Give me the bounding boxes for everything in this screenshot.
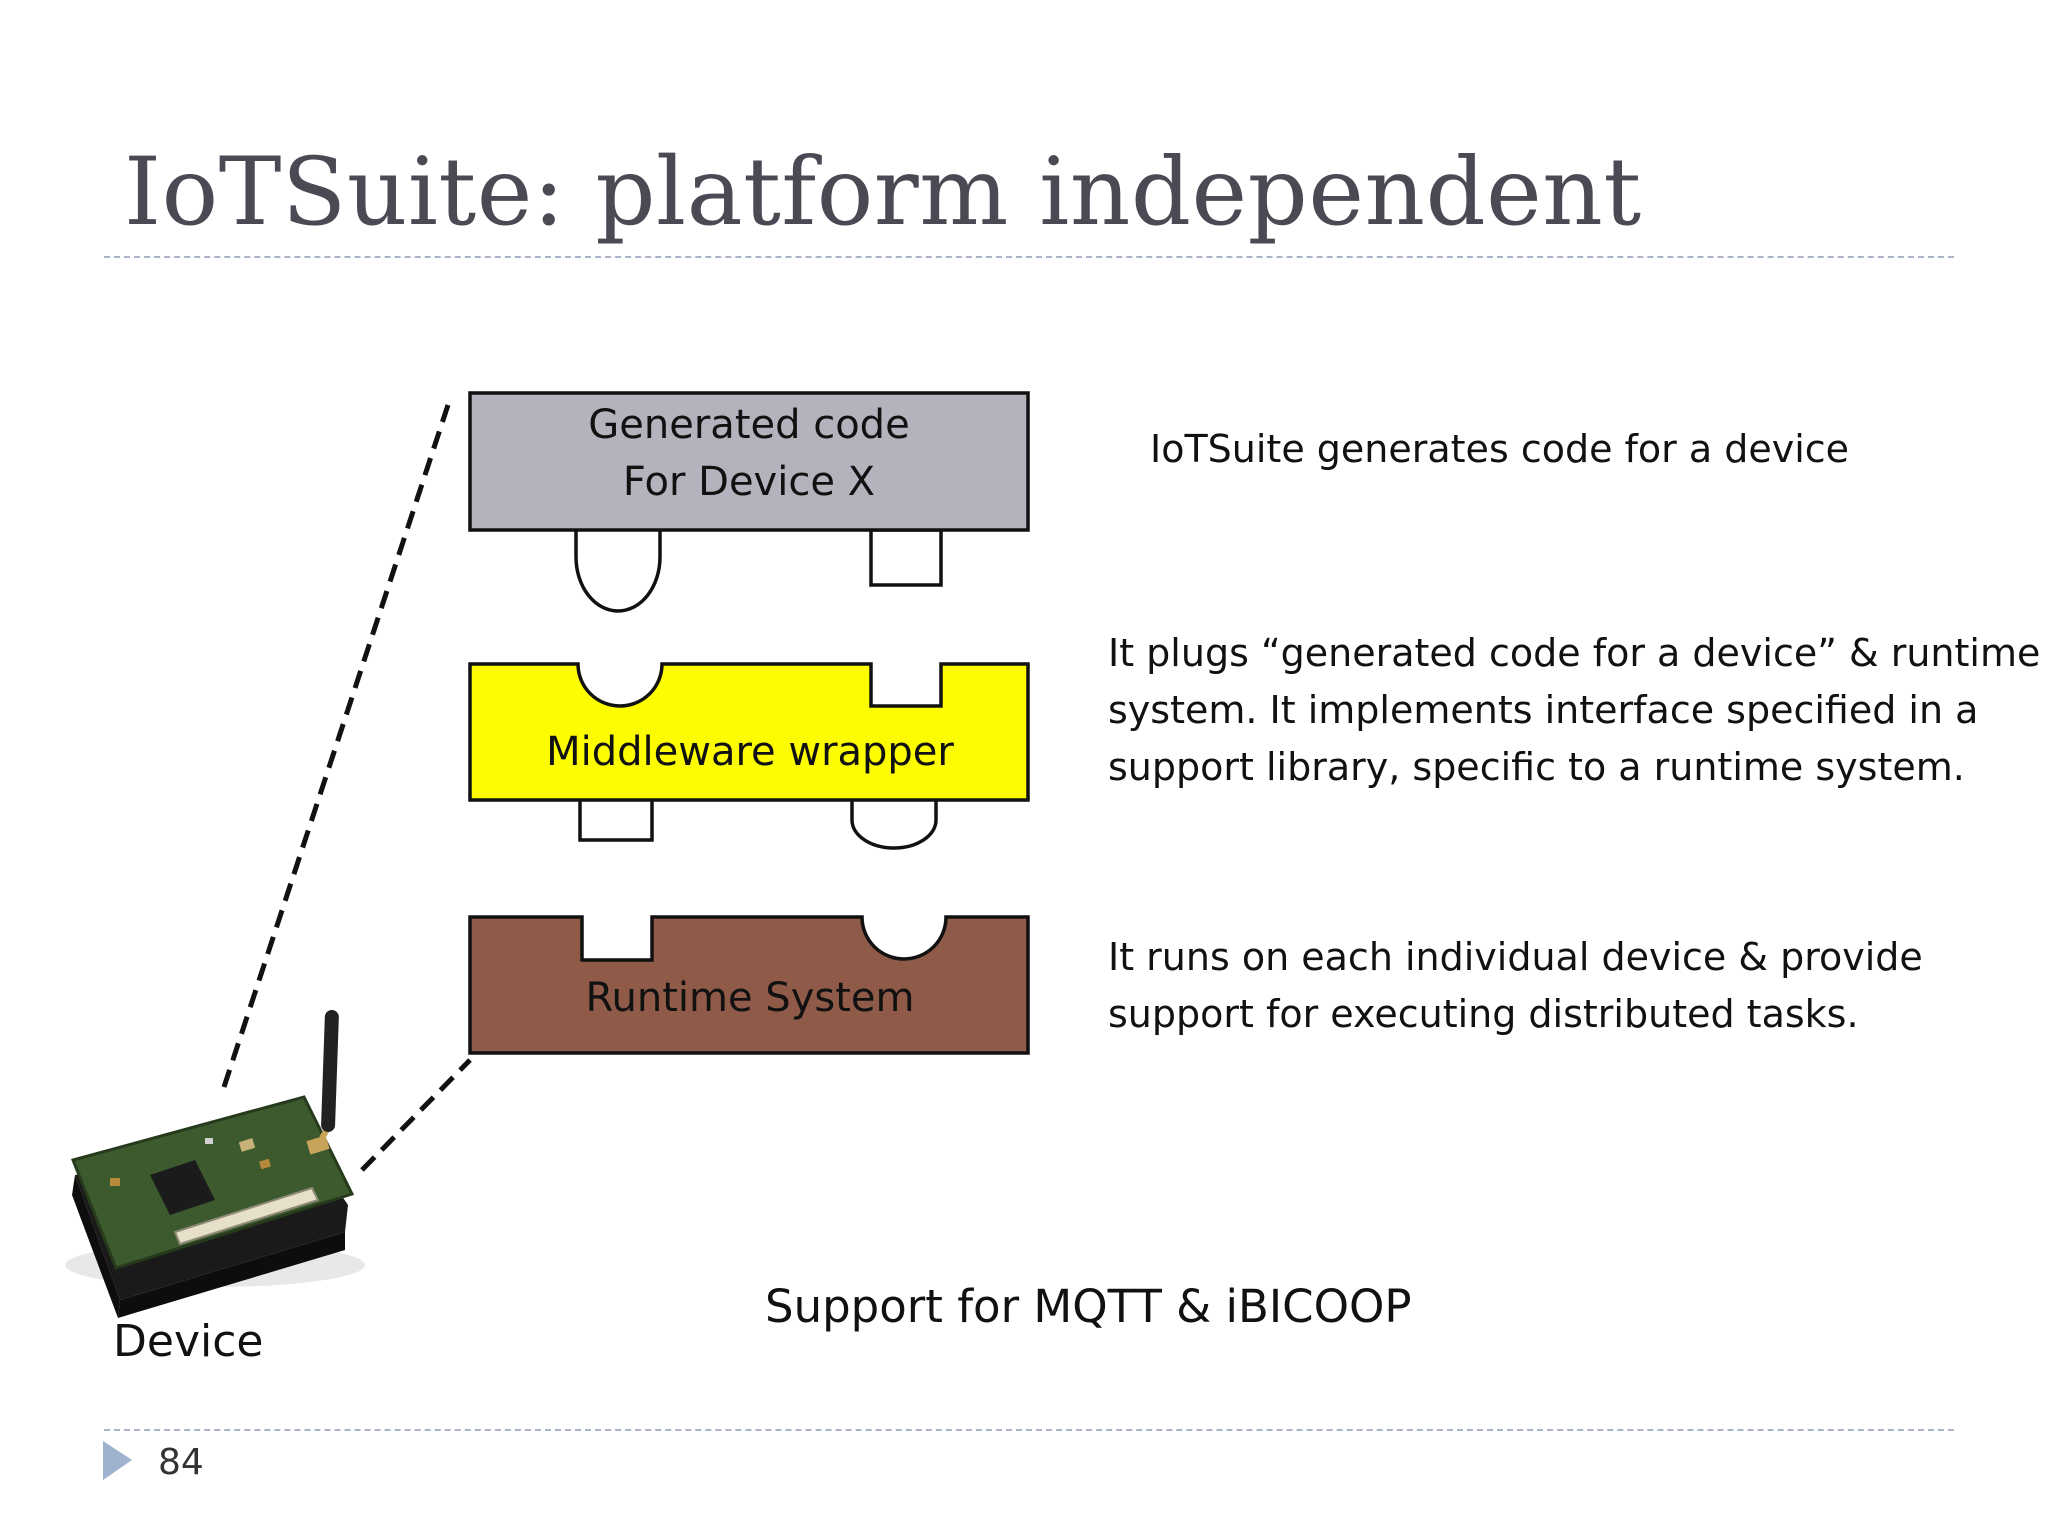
description-line: It runs on each individual device & prov… <box>1108 935 1923 979</box>
projection-line-upper <box>221 404 451 1088</box>
middleware-wrapper-label: Middleware wrapper <box>546 729 954 775</box>
generated-code-block <box>468 391 1030 613</box>
description-line: support library, specific to a runtime s… <box>1108 745 1965 789</box>
device-image <box>65 1010 365 1318</box>
device-label: Device <box>113 1316 264 1367</box>
runtime-rect <box>468 915 1030 1055</box>
generated-code-line2: For Device X <box>622 459 876 505</box>
runtime-description: It runs on each individual device & prov… <box>1108 929 1923 1043</box>
page-number: 84 <box>158 1442 204 1483</box>
middleware-wrapper-block <box>468 662 1030 850</box>
generated-code-label: Generated code For Device X <box>470 397 1028 511</box>
square-tab <box>869 528 943 587</box>
description-line: IoTSuite generates code for a device <box>1150 427 1850 471</box>
square-tab <box>578 800 654 842</box>
projection-line-lower <box>360 1058 472 1172</box>
generated-code-description: IoTSuite generates code for a device <box>1150 421 1849 478</box>
title-divider <box>104 256 1954 258</box>
round-tab <box>574 530 662 613</box>
runtime-system-label: Runtime System <box>585 975 915 1021</box>
generated-code-rect <box>468 391 1030 532</box>
slide-title: IoTSuite: platform independent <box>124 138 1642 247</box>
support-text: Support for MQTT & iBICOOP <box>765 1280 1412 1333</box>
description-line: support for executing distributed tasks. <box>1108 992 1859 1036</box>
middleware-rect <box>468 662 1030 802</box>
footer-divider <box>104 1429 1954 1431</box>
middleware-description: It plugs “generated code for a device” &… <box>1108 625 2040 796</box>
runtime-system-block <box>468 915 1030 1055</box>
generated-code-line1: Generated code <box>588 402 910 448</box>
description-line: system. It implements interface specifie… <box>1108 688 1979 732</box>
description-line: It plugs “generated code for a device” &… <box>1108 631 2041 675</box>
round-tab <box>850 800 938 850</box>
footer-bullet-icon <box>103 1441 132 1480</box>
